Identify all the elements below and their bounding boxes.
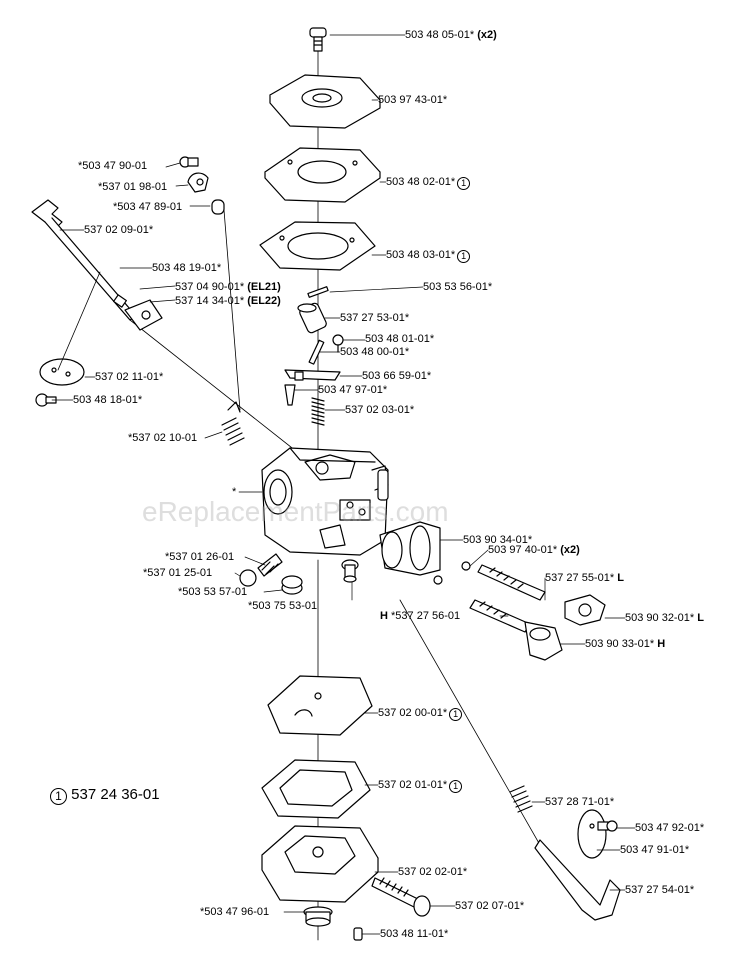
label-503-90-32-01: 503 90 32-01* L [625,612,704,624]
label-503-48-01-01: 503 48 01-01* [365,333,435,345]
label-537-02-02-01: 537 02 02-01* [398,866,468,878]
label-503-48-05-01: 503 48 05-01* (x2) [405,29,497,41]
pin-503-53-56-01 [307,286,329,298]
idle-screw-parts [239,553,283,587]
filter-503-53-57-01 [281,575,303,595]
label-537-27-55-01: 537 27 55-01* L [545,572,624,584]
screw-503-48-05-01 [309,27,327,52]
choke-parts [179,156,241,411]
screw-503-48-18-01 [35,393,57,407]
needle-503-47-97-01 [284,384,296,406]
pump-cover-503-97-43-01 [269,74,381,129]
gasket-503-48-03-01 [259,221,376,271]
screw-537-02-07-01 [371,877,431,917]
label-537-14-34-01: 537 14 34-01* (EL22) [175,295,281,307]
label-537-02-00-01: 537 02 00-01*1 [378,707,463,721]
label-503-66-59-01: 503 66 59-01* [362,370,432,382]
label-503-97-40-01: 503 97 40-01* (x2) [488,544,580,556]
plug-503-75-53-01 [341,559,359,583]
label-503-47-90-01: *503 47 90-01 [78,160,148,172]
gasket-537-02-01-01 [261,759,371,819]
carburetor-body [261,447,389,556]
throttle-plate-537-02-11-01 [39,271,101,386]
label-503-47-89-01: *503 47 89-01 [113,201,183,213]
screw-503-47-92-01 [597,820,618,832]
watermark: eReplacementParts.com [142,496,449,527]
label-537-27-56-01: H *537 27 56-01 [380,610,461,622]
label-537-02-03-01: 537 02 03-01* [345,404,415,416]
label-503-97-43-01: 503 97 43-01* [378,94,448,106]
label-537-02-11-01: 537 02 11-01* [95,371,164,383]
label-537-28-71-01: 537 28 71-01* [545,796,615,808]
limiter-cap-503-90-32-01-L [564,594,606,626]
rod-503-48-00-01 [308,339,325,365]
label-537-01-26-01: *537 01 26-01 [165,551,235,563]
label-537-04-90-01: 537 04 90-01* (EL21) [175,281,281,293]
label-503-47-97-01: 503 47 97-01* [318,384,388,396]
label-537-02-09-01: 537 02 09-01* [84,224,154,236]
lever-537-27-54-01 [534,839,621,921]
label-503-47-96-01: *503 47 96-01 [200,906,270,918]
label-503-53-57-01: *503 53 57-01 [178,586,248,598]
limiter-cap-503-90-34-01 [379,521,471,585]
label-503-75-53-01: *503 75 53-01 [248,600,318,612]
label-537-02-07-01: 537 02 07-01* [455,900,525,912]
label-503-53-56-01: 503 53 56-01* [423,281,493,293]
label-503-48-18-01: 503 48 18-01* [73,394,143,406]
throttle-lever-parts [113,294,163,331]
label-537-27-53-01: 537 27 53-01* [340,312,410,324]
spring-537-28-71-01 [399,599,561,881]
label-537-02-01-01: 537 02 01-01*1 [378,779,463,793]
limiter-cap-503-90-33-01-H [524,621,563,661]
lever-503-66-59-01 [284,369,341,381]
label-503-48-19-01: 503 48 19-01* [152,262,222,274]
label-503-48-02-01: 503 48 02-01*1 [386,176,471,190]
plate-503-47-91-01 [577,809,607,859]
screw-503-47-96-01 [303,906,333,927]
label-503-48-00-01: 503 48 00-01* [340,346,410,358]
label-503-90-34-01: 503 90 34-01* [463,534,533,546]
label-537-01-98-01: *537 01 98-01 [98,181,168,193]
valve-537-27-53-01 [297,302,327,334]
spring-537-02-10-01 [221,401,245,446]
label-537-01-25-01: *537 01 25-01 [143,567,213,579]
label-503-47-91-01: 503 47 91-01* [620,844,690,856]
label-503-48-03-01: 503 48 03-01*1 [386,249,471,263]
kit-legend: 1 537 24 36-01 [48,786,160,805]
label-503-47-92-01: 503 47 92-01* [635,822,705,834]
label-537-27-54-01: 537 27 54-01* [625,884,695,896]
plug-503-48-11-01 [353,927,363,941]
inlet-nipple [377,469,389,501]
diaphragm-537-02-00-01 [267,675,373,736]
leader-lines [51,34,636,935]
spring-537-02-03-01 [311,397,325,426]
cover-537-02-02-01 [261,825,379,903]
label-503-48-11-01: 503 48 11-01* [380,928,449,940]
label-asterisk: * [232,486,237,498]
pump-diaphragm-503-48-02-01 [264,147,381,203]
label-503-90-33-01: 503 90 33-01* H [585,638,666,650]
label-537-02-10-01: *537 02 10-01 [128,432,198,444]
needle-537-27-55-01-L [477,564,546,601]
